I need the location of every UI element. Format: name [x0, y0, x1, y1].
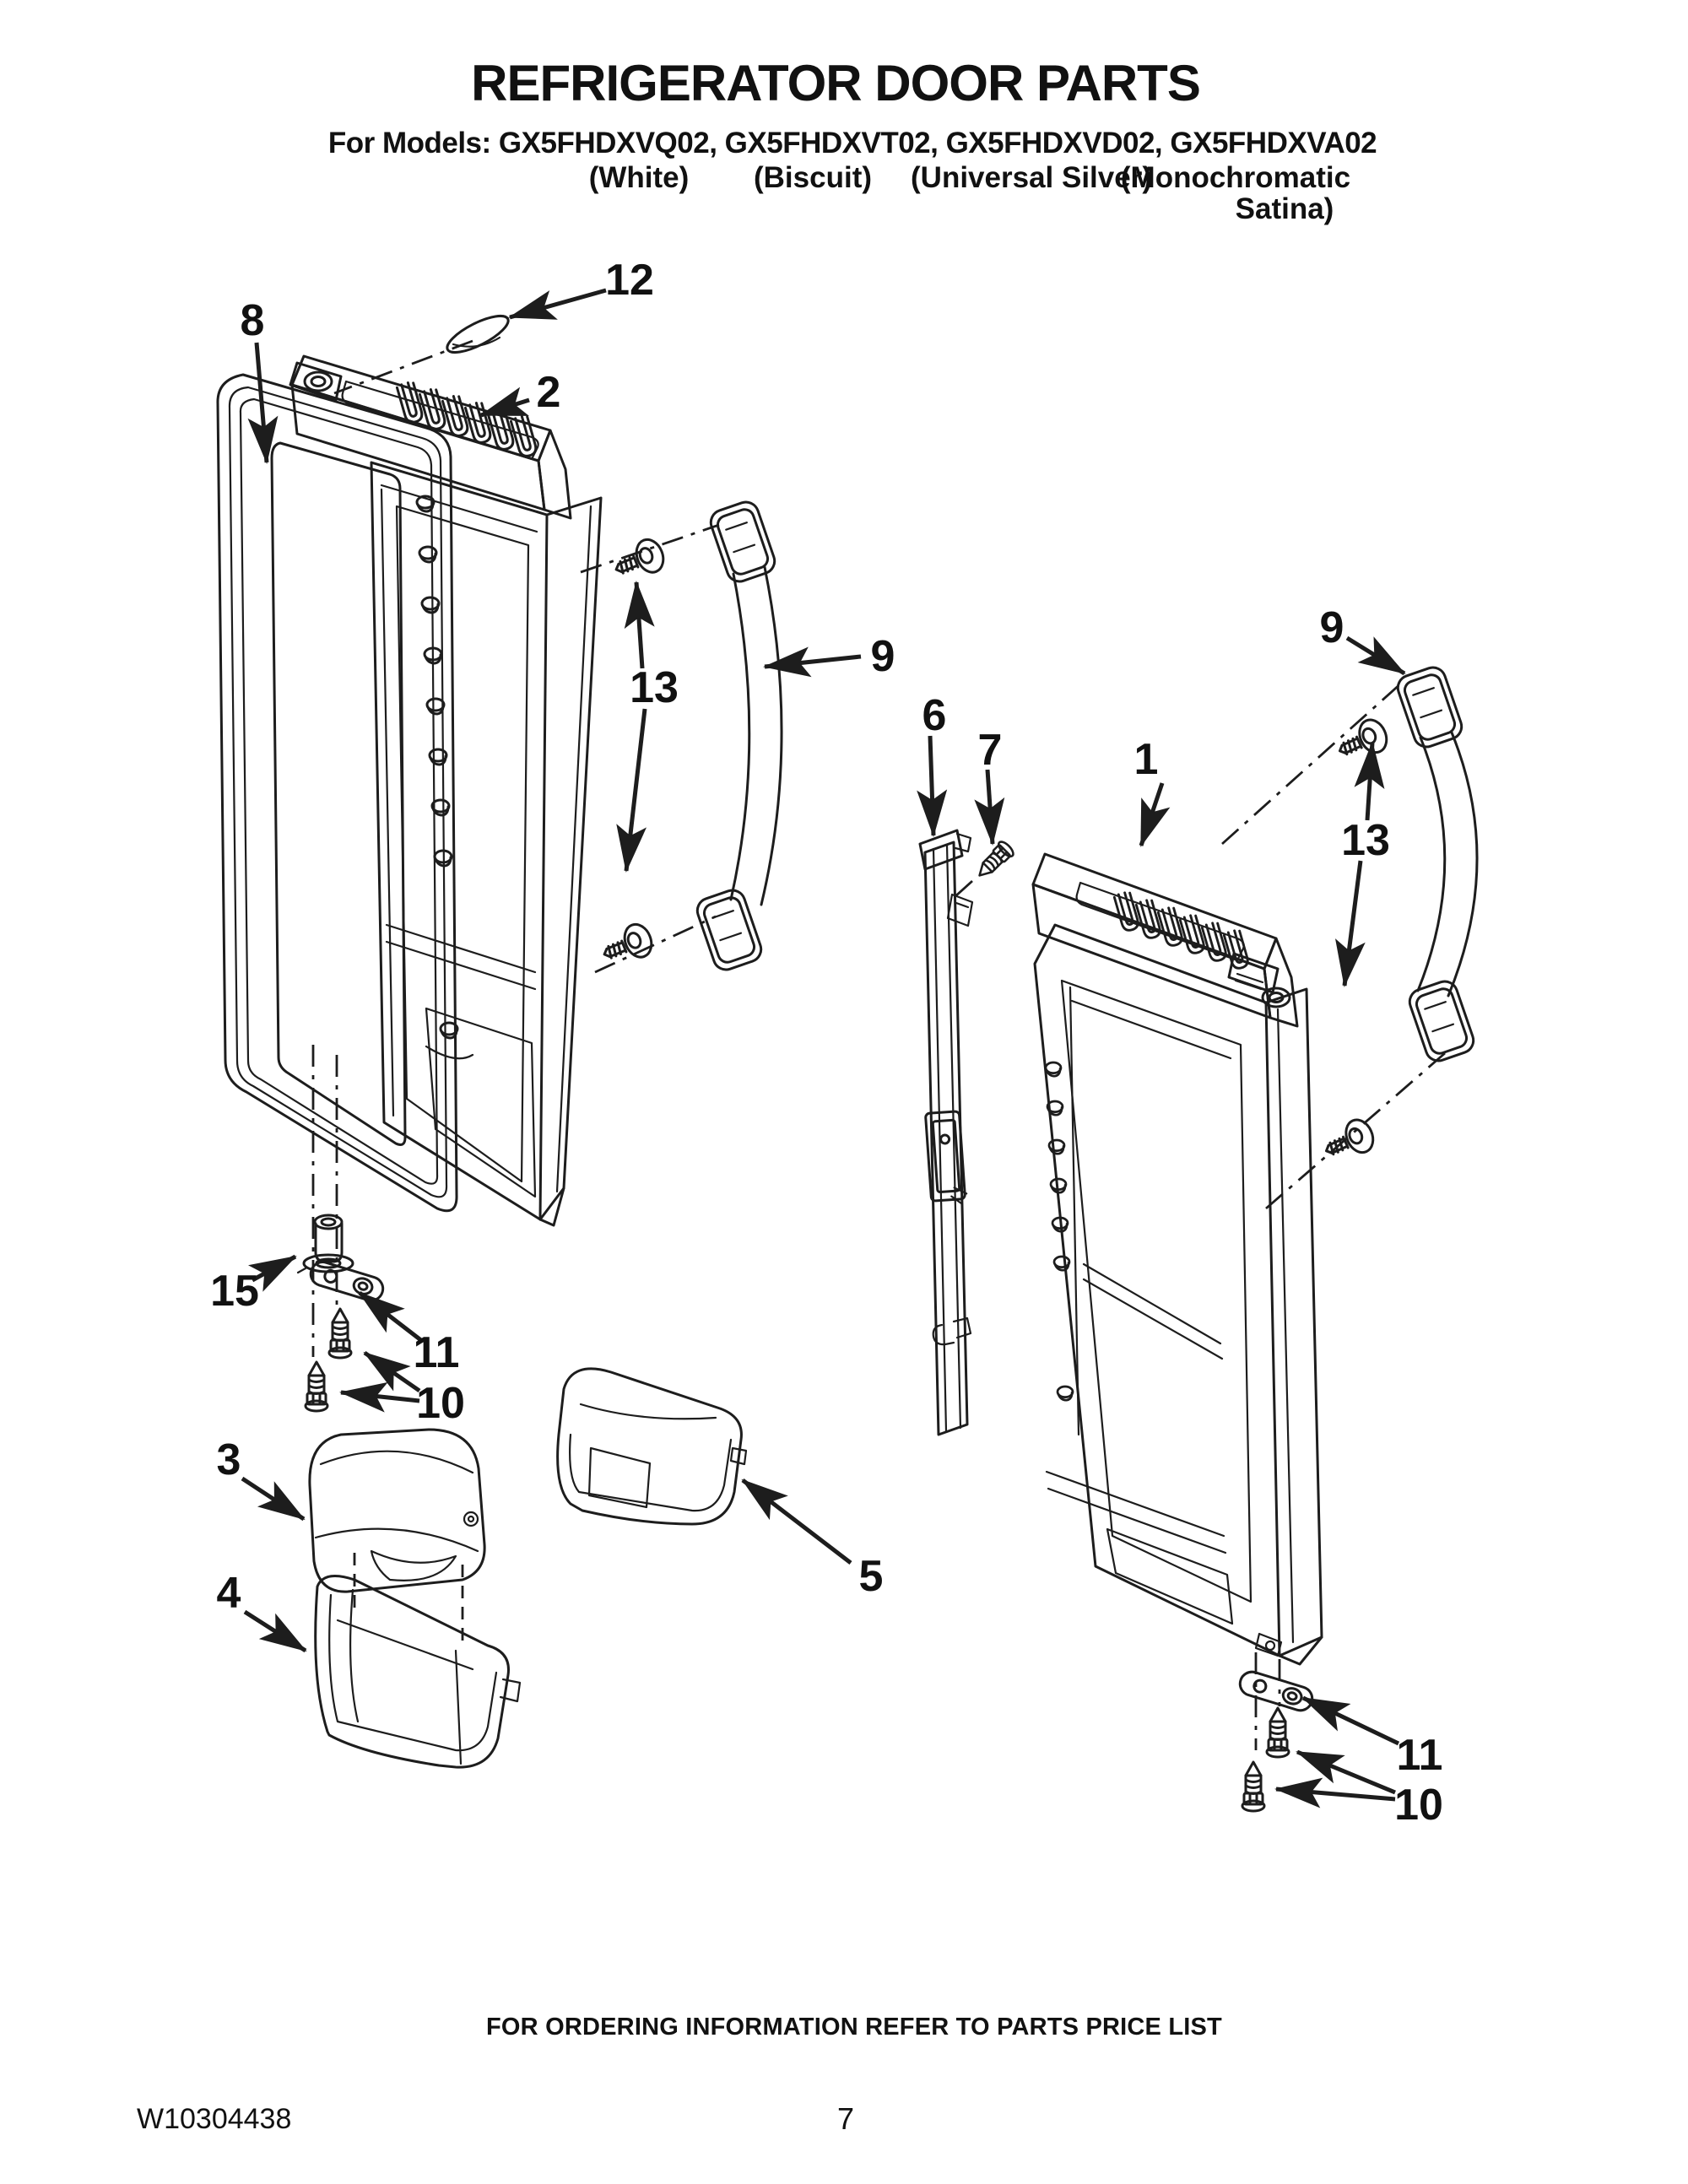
finish-biscuit: (Biscuit)	[754, 161, 872, 194]
callout-11-right-cam: 11	[1396, 1731, 1443, 1780]
right-hinge-axis	[1254, 1652, 1281, 1750]
mullion-latch	[924, 1110, 968, 1205]
left-hinge-axis	[311, 1045, 338, 1357]
callout-5-door-bin: 5	[858, 1552, 884, 1601]
dairy-cover-pegs-axis	[353, 1553, 464, 1649]
ordering-note: FOR ORDERING INFORMATION REFER TO PARTS …	[486, 2014, 1222, 2041]
callout-13-right-screws: 13	[1341, 816, 1390, 865]
screw-7-axis	[955, 879, 973, 898]
callout-2-left-door: 2	[536, 368, 561, 417]
hinge-pin-15	[296, 1214, 354, 1274]
finish-universal-silver: (Universal Silver)	[911, 161, 1152, 194]
door-bin	[556, 1367, 748, 1526]
dairy-cover	[308, 1428, 486, 1593]
right-handle-axis-bottom	[1265, 1051, 1446, 1210]
mullion-screw-7	[946, 838, 1017, 927]
document-number: W10304438	[137, 2103, 292, 2135]
right-door	[1031, 852, 1323, 1666]
callout-11-left-cam: 11	[413, 1328, 460, 1377]
flipper-mullion	[918, 829, 972, 1436]
right-door-handle	[1396, 666, 1479, 1062]
dairy-bin	[314, 1575, 522, 1769]
finish-white: (White)	[588, 161, 690, 194]
callout-3-dairy-cover: 3	[216, 1435, 241, 1484]
callout-8-gasket: 8	[240, 296, 265, 345]
finish-satina: Satina)	[1235, 192, 1334, 225]
right-handle-screws-13	[1317, 714, 1393, 1168]
callout-12-cap: 12	[605, 256, 654, 305]
page-number: 7	[836, 2101, 855, 2136]
left-door-handle	[695, 500, 783, 971]
callout-4-dairy-bin: 4	[216, 1569, 241, 1618]
callout-1-right-door: 1	[1133, 735, 1159, 784]
callout-7-screw: 7	[977, 726, 1003, 775]
hinge-screws-right-10	[1241, 1706, 1290, 1813]
callout-10-left-screws: 10	[416, 1379, 465, 1428]
right-door-hinge-cup	[1227, 952, 1291, 1008]
page-title: REFRIGERATOR DOOR PARTS	[471, 55, 1201, 111]
hinge-cam-right-11	[1238, 1670, 1314, 1712]
models-line: For Models: GX5FHDXVQ02, GX5FHDXVT02, GX…	[327, 127, 1377, 159]
callout-9-left-handle: 9	[870, 632, 895, 681]
left-handle-axis-top	[580, 523, 720, 574]
callout-13-left-screws: 13	[630, 663, 679, 712]
left-door-hinge-cup	[289, 361, 343, 402]
hinge-hole-cap	[446, 314, 510, 354]
leader-arrows	[241, 288, 1406, 1808]
callout-9-right-handle: 9	[1319, 603, 1344, 652]
callout-15-hinge-pin: 15	[210, 1267, 259, 1316]
callout-10-right-screws: 10	[1394, 1781, 1443, 1830]
left-handle-screws-13	[597, 534, 669, 971]
callout-6-mullion: 6	[922, 691, 947, 740]
finish-monochromatic: (Monochromatic	[1120, 161, 1351, 194]
cap-explode-axis	[333, 339, 473, 395]
left-door	[289, 354, 603, 1227]
